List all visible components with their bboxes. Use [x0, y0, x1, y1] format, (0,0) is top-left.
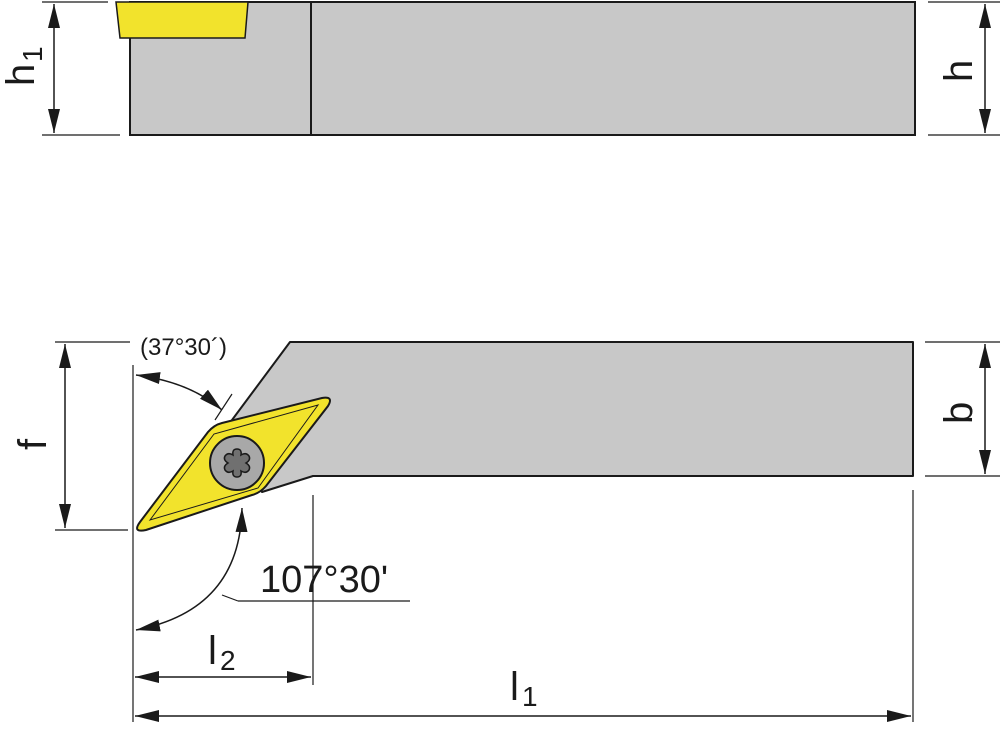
label-h: h	[937, 60, 981, 82]
label-l2-sub: 2	[220, 645, 236, 676]
label-l1-sub: 1	[522, 681, 538, 712]
label-l2: l	[208, 629, 217, 673]
top-view: f b l 2 l 1 (37°30´) 107°30'	[11, 334, 1000, 722]
diamond-insert	[136, 396, 331, 532]
dimension-h: h	[928, 1, 1000, 136]
dimension-l2: l 2	[135, 629, 311, 683]
label-cutting-angle: 107°30'	[260, 559, 388, 601]
label-b: b	[937, 402, 981, 424]
side-view: h 1 h	[0, 1, 1000, 136]
dimension-f: f	[11, 341, 130, 531]
tool-shank-side	[129, 1, 916, 136]
dimension-l1: l 1	[135, 665, 911, 722]
label-h1-sub: 1	[17, 46, 48, 62]
tool-shank-top	[231, 341, 914, 493]
label-f: f	[11, 438, 55, 450]
dimension-b: b	[925, 341, 1000, 477]
insert-side	[115, 1, 249, 39]
label-h1: h	[0, 64, 43, 86]
label-approach-angle: (37°30´)	[140, 334, 227, 361]
dimension-h1: h 1	[0, 1, 120, 136]
torx-icon	[223, 448, 251, 478]
approach-angle-dimension: (37°30´)	[135, 334, 233, 421]
label-l1: l	[510, 665, 519, 709]
cutting-angle-dimension: 107°30'	[135, 507, 410, 632]
